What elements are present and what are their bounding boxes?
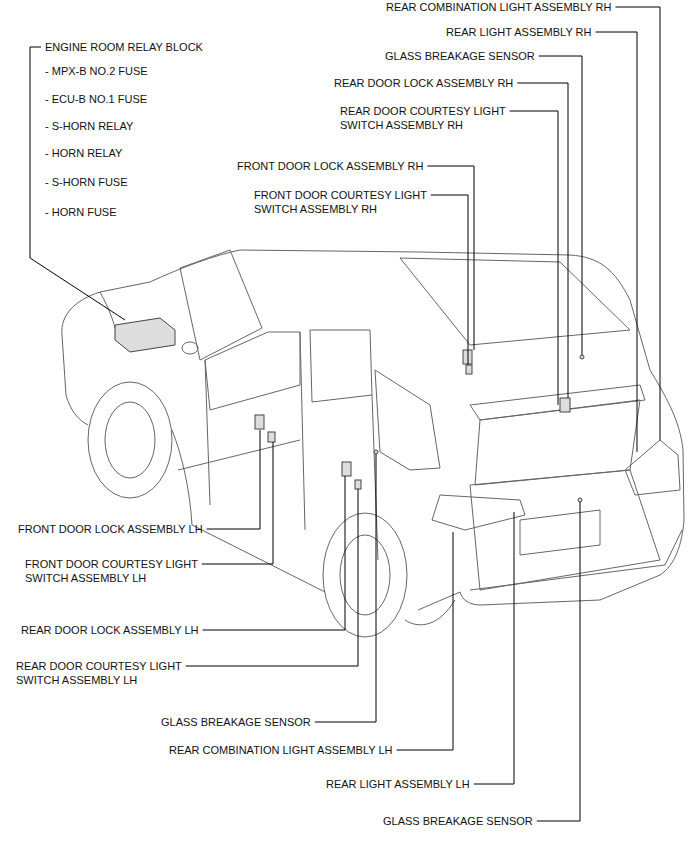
leader-line: [539, 56, 582, 355]
leader-line: [615, 7, 660, 440]
leader-line: [202, 476, 345, 630]
part-label: FRONT DOOR LOCK ASSEMBLY LH: [18, 522, 203, 536]
leader-line: [517, 83, 568, 398]
part-label: - MPX-B NO.2 FUSE: [45, 64, 148, 78]
part-label: - HORN FUSE: [45, 205, 117, 219]
part-label: REAR COMBINATION LIGHT ASSEMBLY LH: [169, 743, 393, 757]
part-label: - S-HORN FUSE: [45, 175, 128, 189]
part-label: REAR LIGHT ASSEMBLY RH: [446, 25, 592, 39]
leader-line: [596, 32, 638, 452]
part-label: FRONT DOOR LOCK ASSEMBLY RH: [237, 159, 423, 173]
part-label: REAR LIGHT ASSEMBLY LH: [326, 777, 470, 791]
part-label: REAR DOOR COURTESY LIGHT SWITCH ASSEMBLY…: [340, 104, 530, 132]
part-label: GLASS BREAKAGE SENSOR: [385, 49, 535, 63]
leader-line: [186, 489, 358, 666]
leader-line: [431, 195, 468, 365]
part-label: GLASS BREAKAGE SENSOR: [383, 814, 533, 828]
part-label: - ECU-B NO.1 FUSE: [45, 92, 147, 106]
part-label: - S-HORN RELAY: [45, 119, 133, 133]
part-label: FRONT DOOR COURTESY LIGHT SWITCH ASSEMBL…: [254, 188, 454, 216]
part-label: REAR DOOR LOCK ASSEMBLY LH: [21, 623, 198, 637]
part-label: REAR COMBINATION LIGHT ASSEMBLY RH: [386, 0, 611, 14]
leader-line: [207, 430, 260, 529]
part-label: REAR DOOR LOCK ASSEMBLY RH: [334, 76, 513, 90]
part-label: ENGINE ROOM RELAY BLOCK: [45, 40, 203, 54]
leader-line: [474, 512, 514, 784]
leader-line: [315, 454, 376, 722]
leader-line: [537, 502, 580, 821]
leader-line: [427, 166, 474, 350]
leader-line: [202, 442, 273, 564]
leader-line: [397, 532, 453, 750]
part-label: FRONT DOOR COURTESY LIGHT SWITCH ASSEMBL…: [25, 557, 240, 585]
part-label: - HORN RELAY: [45, 146, 122, 160]
part-label: REAR DOOR COURTESY LIGHT SWITCH ASSEMBLY…: [16, 659, 216, 687]
part-label: GLASS BREAKAGE SENSOR: [161, 715, 311, 729]
leader-line: [510, 111, 558, 405]
